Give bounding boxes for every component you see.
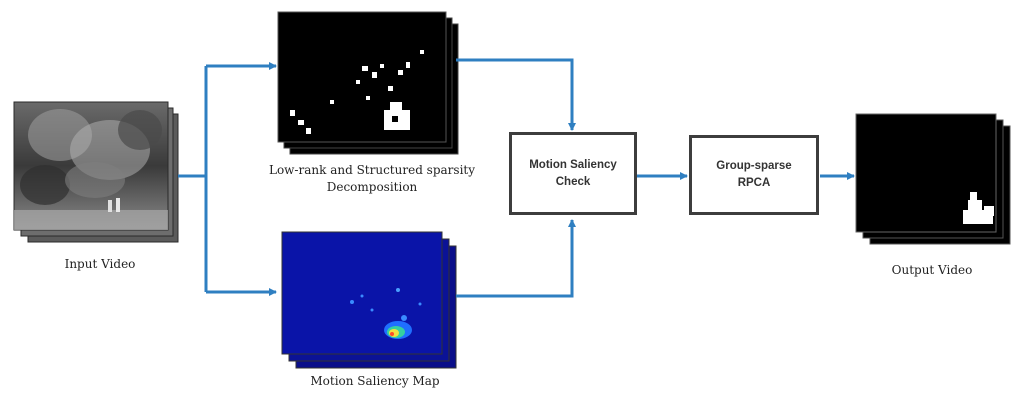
motion-saliency-check-box: Motion Saliency Check: [509, 132, 637, 215]
lowrank-caption-line2: Decomposition: [326, 180, 418, 194]
input-video-frames: [13, 101, 179, 243]
arrow-lowrank-to-check: [456, 58, 576, 131]
arrow-saliency-to-check: [456, 219, 576, 298]
output-video-frames: [855, 113, 1011, 245]
saliency-map-caption: Motion Saliency Map: [310, 374, 440, 388]
group-sparse-rpca-box: Group-sparse RPCA: [689, 135, 819, 215]
group-sparse-rpca-line2: RPCA: [737, 177, 771, 189]
input-video-caption: Input Video: [64, 257, 136, 271]
lowrank-decomposition-frames: [277, 11, 459, 155]
motion-saliency-check-line2: Check: [555, 175, 591, 188]
output-video-caption: Output Video: [891, 263, 973, 277]
motion-saliency-map-frames: [281, 231, 457, 369]
group-sparse-rpca-line1: Group-sparse: [716, 160, 792, 172]
lowrank-caption: Low-rank and Structured sparsity Decompo…: [262, 162, 482, 196]
flow-arrows: [178, 58, 855, 298]
lowrank-caption-line1: Low-rank and Structured sparsity: [268, 163, 476, 177]
motion-saliency-check-line1: Motion Saliency: [529, 158, 617, 171]
